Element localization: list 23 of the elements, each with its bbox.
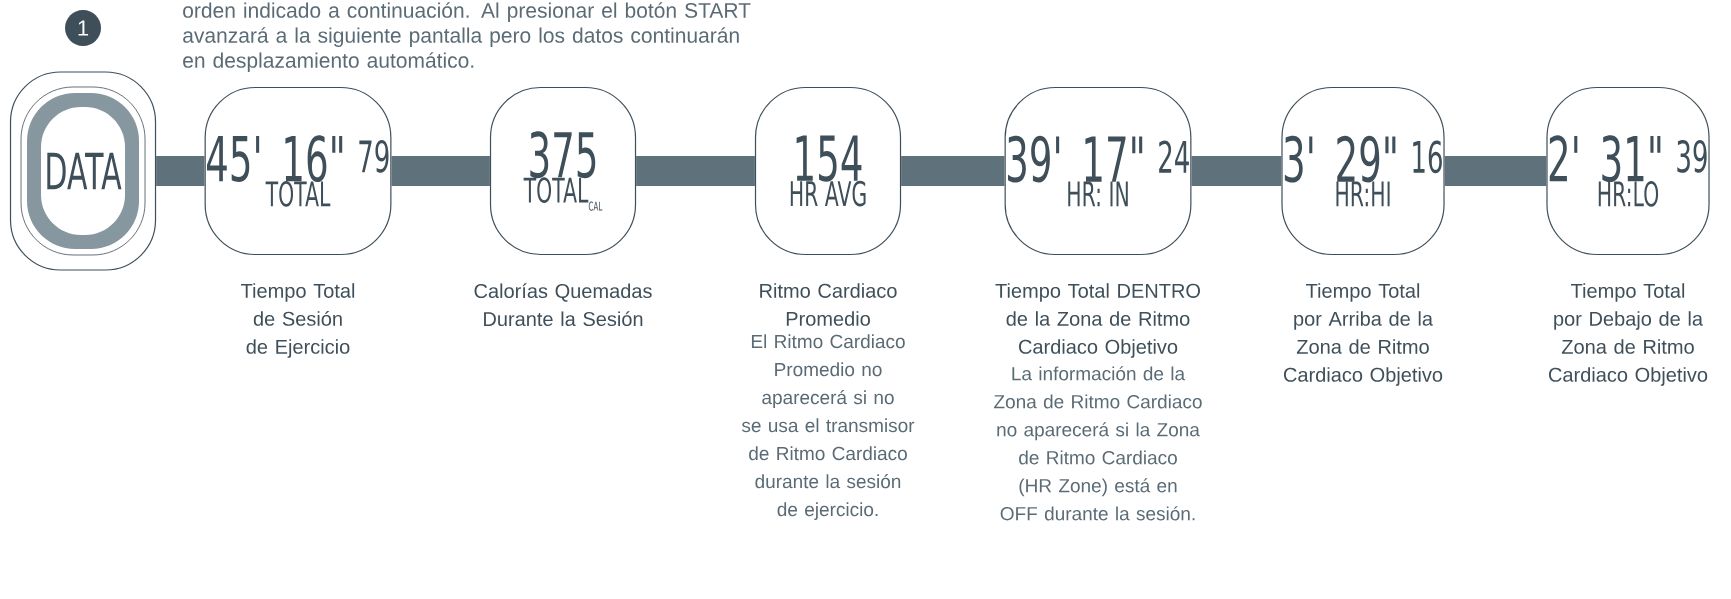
caption-text: Tiempo Total por Arriba de la Zona de Ritmo Cardiaco Objetivo — [1284, 283, 1443, 386]
connector-bar — [156, 156, 205, 186]
caption-text: Tiempo Total de Sesión de Ejercicio — [241, 283, 355, 358]
note-text: La información de la Zona de Ritmo Cardiaco no aparecerá si la Zona de Ritmo Cardiaco (HR Zone) está en OFF durante la sesión. — [994, 366, 1202, 521]
caption-text: Tiempo Total por Debajo de la Zona de Ritmo Cardiaco Objetivo — [1549, 283, 1708, 386]
instruction-text: orden indicado a continuación. Al presionar el botón START avanzará a la siguiente pantalla pero los datos continuarán en desplazamiento automático. — [183, 2, 751, 72]
connector-bar — [901, 156, 1005, 186]
connector-bar — [391, 156, 490, 186]
watch-display: DATA — [9, 71, 157, 271]
caption-text: Calorías Quemadas Durante la Sesión — [474, 283, 652, 327]
watch-display: 39' 17"$^{24}$ HR: IN — [1004, 86, 1192, 256]
connector-bar — [1444, 156, 1547, 186]
note-text: El Ritmo Cardiaco Promedio no aparecerá si no se usa el transmisor de Ritmo Cardiaco durante la sesión de ejercicio. — [741, 334, 915, 520]
connector-bar — [636, 156, 755, 186]
watch-display: 154 HR AVG — [754, 86, 902, 256]
watch-display: 45' 16"$^{79}$ TOTAL — [204, 86, 392, 256]
watch-display: 375 TOTAL CAL — [489, 86, 637, 256]
watch-display: 2' 31"$^{39}$ HR:LO — [1546, 86, 1710, 256]
watch-display: 3' 29"$^{16}$ HR:HI — [1281, 86, 1445, 256]
caption-text: Ritmo Cardiaco Promedio — [760, 283, 897, 326]
number-badge: 1 — [65, 10, 101, 46]
caption-text: Tiempo Total DENTRO de la Zona de Ritmo Cardiaco Objetivo — [995, 283, 1200, 358]
connector-bar — [1191, 156, 1282, 186]
